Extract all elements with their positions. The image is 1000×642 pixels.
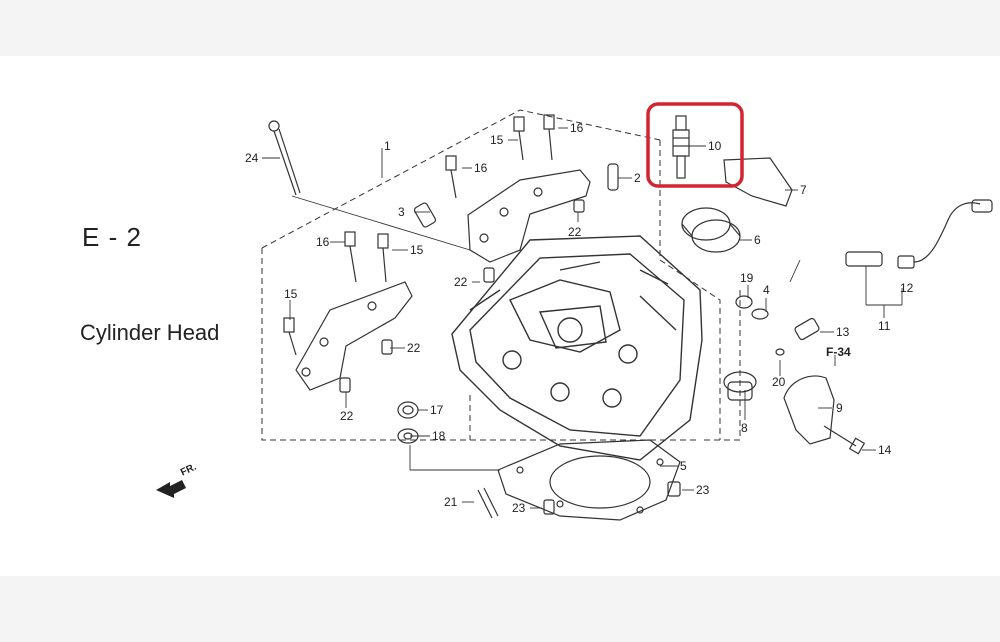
long-bolt (268, 120, 301, 196)
reference-page-label: F-34 (826, 345, 851, 359)
intake-insulator (681, 207, 741, 253)
flange-bolt (823, 425, 866, 455)
insulator-band (723, 157, 793, 207)
cylinder-head (451, 235, 703, 461)
callout-11: 11 (878, 319, 891, 333)
callout-15: 15 (410, 243, 424, 257)
callout-14: 14 (878, 443, 892, 457)
front-direction-label: FR. (179, 462, 198, 479)
callout-15: 15 (490, 133, 504, 147)
callout-22: 22 (568, 225, 582, 239)
head-gasket (497, 439, 681, 521)
highlight-box (646, 102, 744, 188)
section-title: Cylinder Head (80, 320, 220, 345)
sensor-small (735, 295, 820, 341)
callout-16: 16 (570, 121, 584, 135)
callout-23: 23 (512, 501, 526, 515)
callout-17: 17 (430, 403, 444, 417)
section-code: E - 2 (82, 222, 142, 252)
callout-12: 12 (900, 281, 914, 295)
dowel-pins (339, 163, 681, 515)
callout-15: 15 (284, 287, 298, 301)
callout-7: 7 (800, 183, 807, 197)
callout-18: 18 (432, 429, 446, 443)
callout-22: 22 (407, 341, 421, 355)
callout-8: 8 (741, 421, 748, 435)
callout-22: 22 (340, 409, 354, 423)
callout-16: 16 (316, 235, 330, 249)
callout-20: 20 (772, 375, 786, 389)
callout-24: 24 (245, 151, 259, 165)
callout-numbers: 24 1 15 16 16 2 3 22 16 15 22 15 22 22 1… (245, 121, 914, 515)
cam-holder-lower (295, 281, 413, 391)
callout-23: 23 (696, 483, 710, 497)
callout-22: 22 (454, 275, 468, 289)
callout-21: 21 (444, 495, 458, 509)
washers (397, 401, 419, 444)
callout-16: 16 (474, 161, 488, 175)
callout-1: 1 (384, 139, 391, 153)
cam-holder-bolts (283, 114, 555, 356)
callout-4: 4 (763, 283, 770, 297)
dashed-assembly-outline (261, 109, 741, 441)
callout-10: 10 (708, 139, 722, 153)
thermostat (723, 348, 785, 401)
front-arrow-icon: FR. (156, 462, 198, 498)
callout-3: 3 (398, 205, 405, 219)
callout-13: 13 (836, 325, 850, 339)
callout-19: 19 (740, 271, 754, 285)
leader-lines (262, 127, 903, 509)
callout-9: 9 (836, 401, 843, 415)
spark-plug (672, 115, 690, 179)
callout-5: 5 (680, 459, 687, 473)
temperature-sensor (845, 199, 993, 269)
callout-6: 6 (754, 233, 761, 247)
cam-holder-upper (467, 169, 591, 263)
water-outlet (783, 375, 835, 445)
stud-bolt (477, 487, 499, 519)
callout-2: 2 (634, 171, 641, 185)
